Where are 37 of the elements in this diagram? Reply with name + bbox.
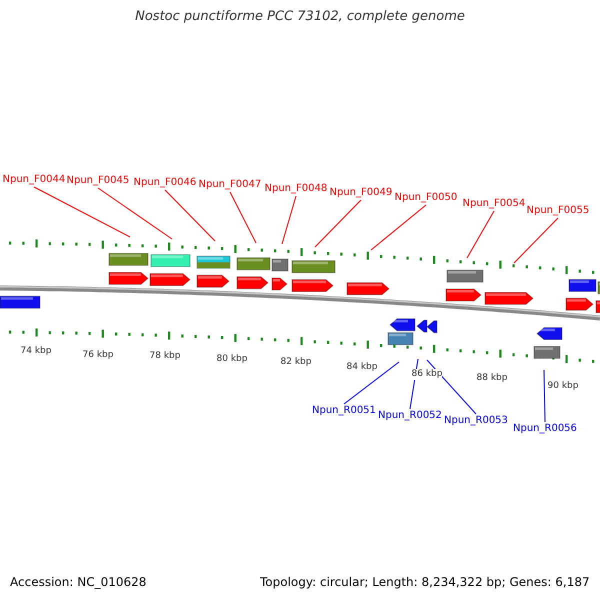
scale-label: 82 kbp	[280, 357, 312, 368]
scale-label: 76 kbp	[82, 350, 114, 361]
gene-label: Npun_F0046	[134, 176, 196, 190]
leader-line	[314, 200, 362, 248]
genome-info: Accession: NC_010628	[10, 575, 146, 589]
diagram-title: Nostoc punctiforme PCC 73102, complete genome	[134, 10, 466, 24]
gene-label: Npun_F0050	[394, 191, 458, 205]
scale-label: 86 kbp	[412, 369, 442, 380]
gene-label: Npun_R0052	[378, 409, 442, 423]
scale-label: 90 kbp	[548, 381, 578, 392]
gene-label: Npun_F0055	[526, 204, 590, 218]
gene-label: Npun_F0044	[2, 173, 66, 187]
scale-label: 84 kbp	[346, 362, 378, 373]
scale-label: 78 kbp	[150, 351, 180, 362]
leader-line	[466, 210, 494, 258]
genome-info: Topology: circular; Length: 8,234,322 bp; Genes: 6,187	[260, 575, 590, 589]
leader-line	[344, 362, 400, 404]
leader-line	[370, 204, 426, 250]
leader-line	[544, 370, 546, 422]
leader-line	[34, 186, 130, 238]
leader-line	[98, 188, 172, 240]
gene-label: Npun_F0049	[330, 186, 392, 200]
gene-label: Npun_F0054	[462, 197, 526, 211]
leader-line	[514, 218, 558, 264]
gene-label: Npun_R0056	[513, 422, 577, 436]
leader-line	[164, 190, 216, 242]
scale-label: 80 kbp	[216, 354, 248, 365]
gene-label: Npun_R0053	[444, 414, 508, 428]
gene-label: Npun_F0047	[198, 178, 262, 192]
leader-line	[230, 192, 256, 244]
gene-label: Npun_F0045	[66, 174, 130, 188]
leader-line	[282, 196, 296, 244]
scale-label: 88 kbp	[476, 373, 508, 384]
leader-line	[426, 360, 476, 414]
gene-label: Npun_F0048	[264, 182, 328, 196]
scale-label: 74 kbp	[20, 346, 52, 357]
gene-label: Npun_R0051	[312, 404, 376, 418]
